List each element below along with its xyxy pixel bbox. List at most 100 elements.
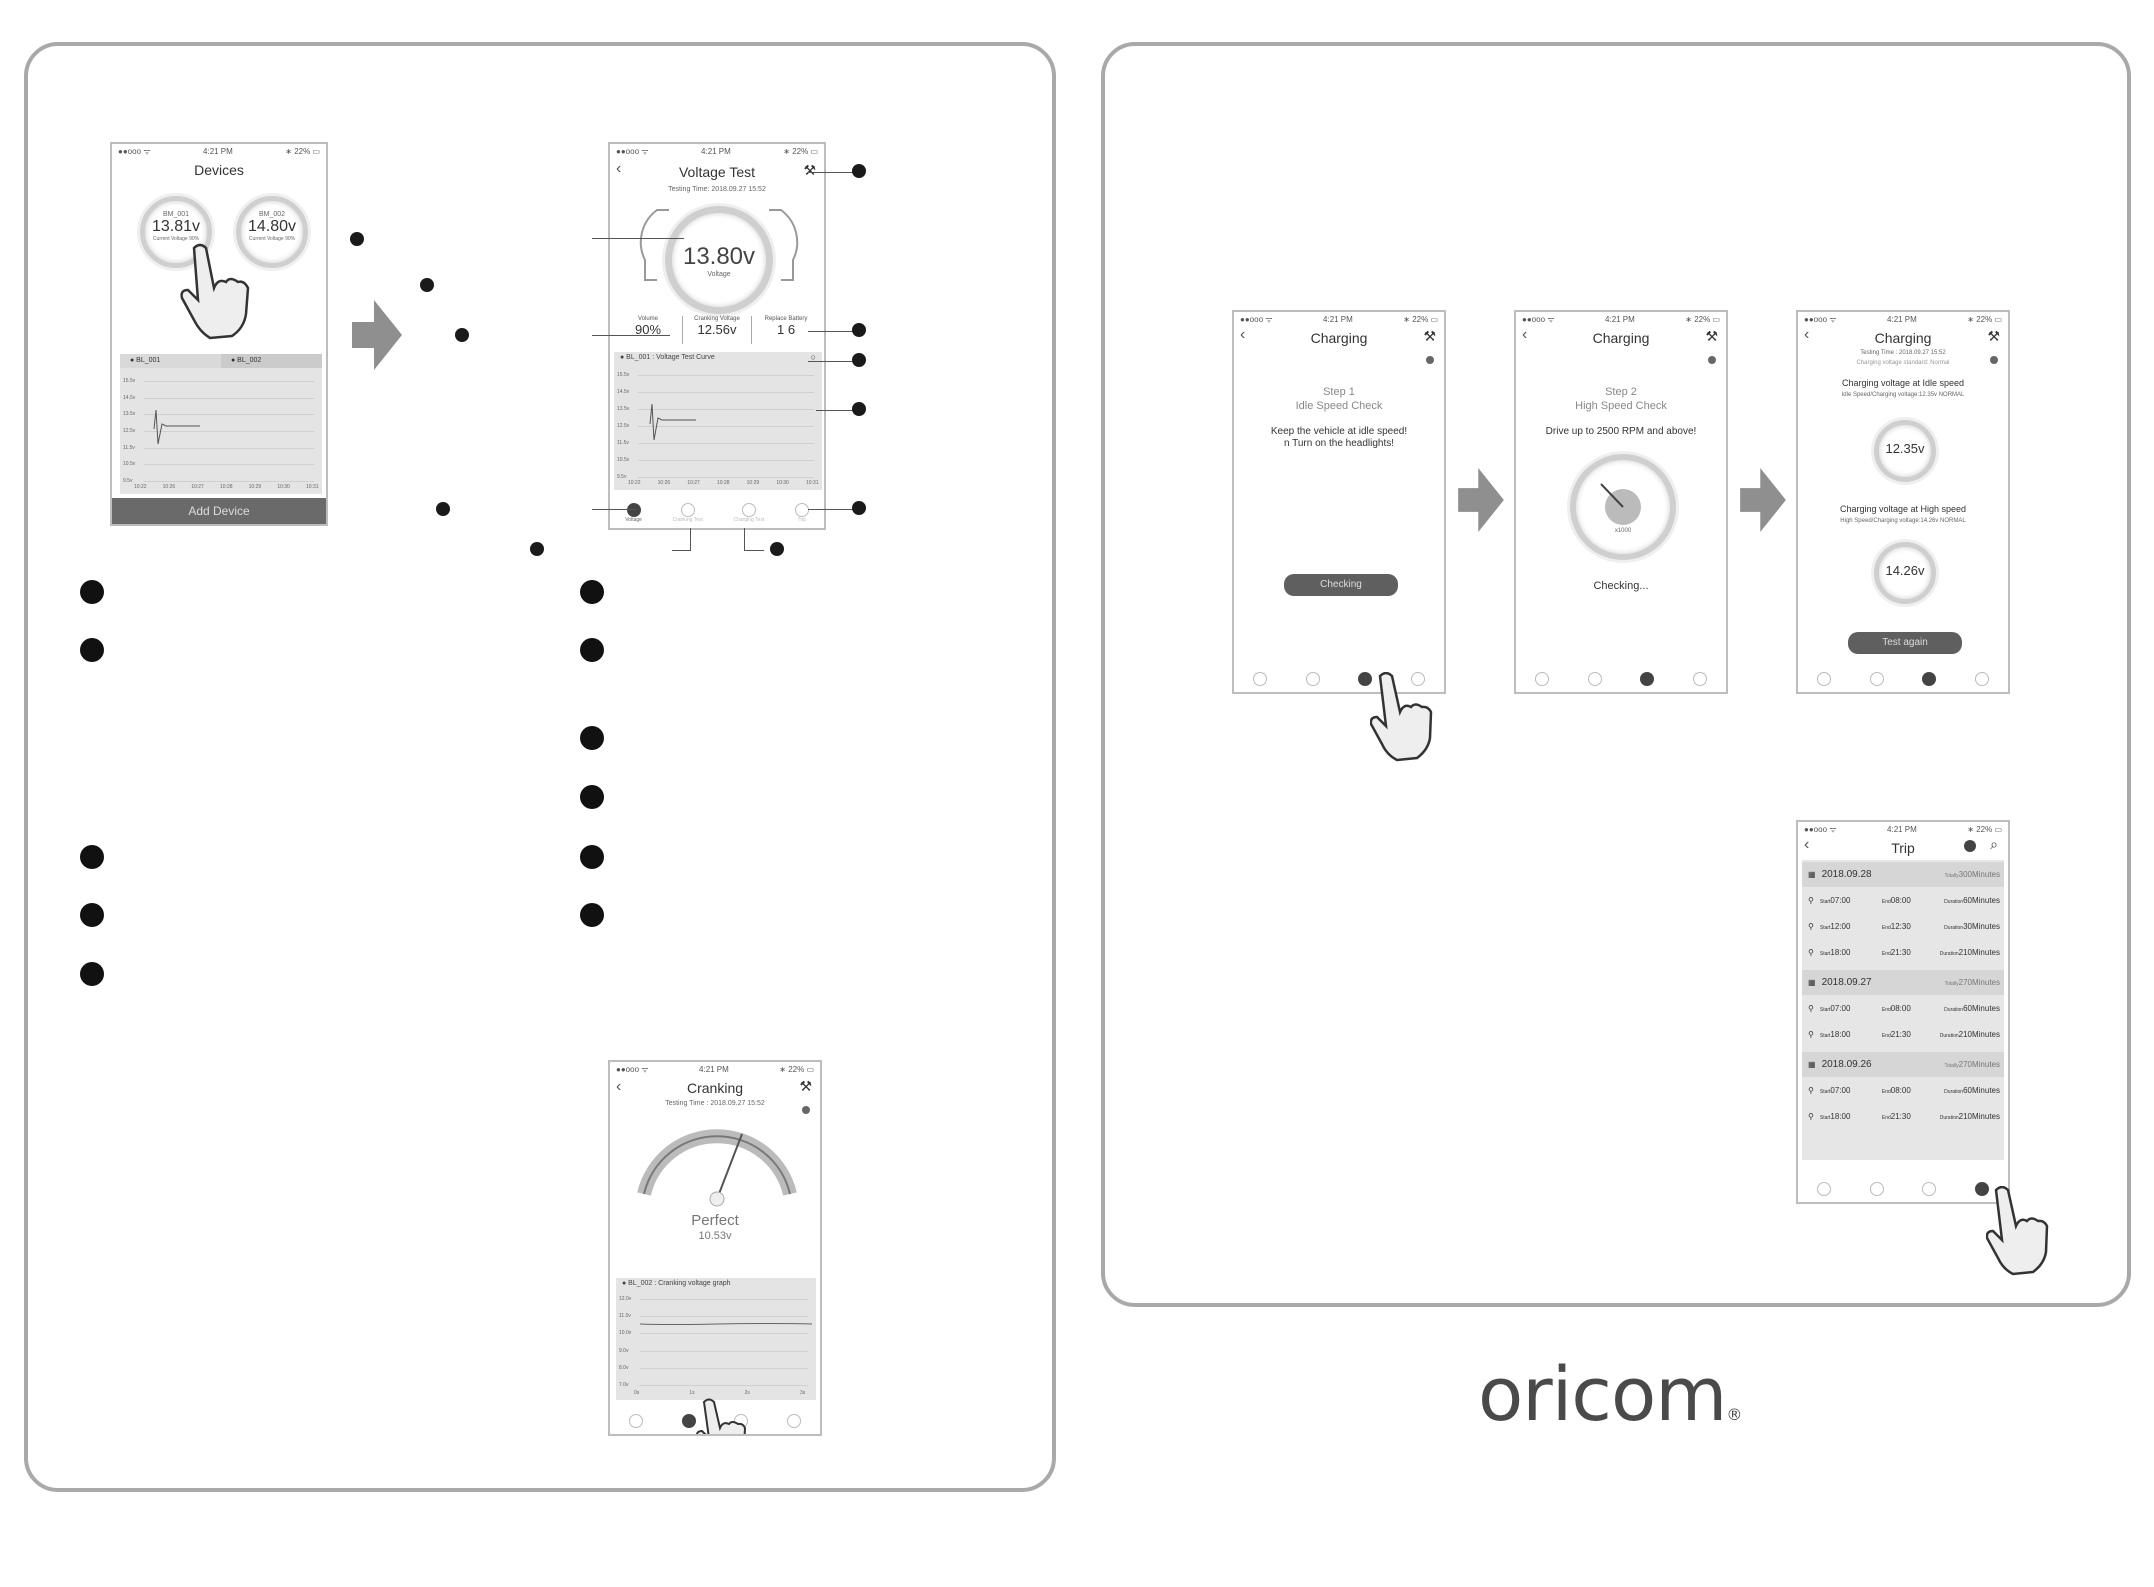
callout-line [672,550,691,551]
tab-charging[interactable] [1358,672,1373,686]
grid-line [144,397,314,399]
search-icon[interactable]: ⌕ [1990,836,1998,852]
tab-trip[interactable] [1692,672,1707,686]
calendar-icon: ▦ [1808,978,1816,987]
total-label: Totally [1944,1063,1959,1069]
location-pin-icon: ⚲ [1808,1004,1814,1013]
add-device-button[interactable]: Add Device [112,498,326,524]
tab-charging[interactable] [741,503,756,517]
x-tick-label: 10:30 [277,484,290,490]
x-tick-label: 10:27 [191,484,204,490]
grid-line [144,431,314,432]
tab-voltage[interactable] [1817,672,1832,686]
wrench-icon[interactable]: ⚒ [803,162,816,178]
wrench-icon[interactable]: ⚒ [1423,328,1436,344]
devices-phone: ●●ooo ᯤ 4:21 PM ∗ 22% ▭ Devices BM_001 1… [110,142,328,526]
tab-cranking[interactable] [680,503,695,517]
back-icon[interactable]: ‹ [1804,326,1810,343]
test-again-button[interactable]: Test again [1848,632,1962,654]
wrench-icon[interactable]: ⚒ [1987,328,2000,344]
back-icon[interactable]: ‹ [1804,836,1810,853]
grid-line [640,1333,808,1335]
annotation-dot [852,353,866,367]
tab-voltage[interactable] [1817,1182,1832,1196]
tab-trip[interactable] [786,1414,801,1428]
help-icon[interactable] [802,1106,810,1114]
bullet [80,845,104,869]
callout-line [816,410,860,411]
charging-step2-phone: ●●ooo ᯤ 4:21 PM ∗ 22% ▭ ‹ Charging ⚒ Ste… [1514,310,1728,694]
tab-bl001[interactable]: ● BL_001 [120,354,221,368]
callout-line [690,528,691,550]
tab-charging[interactable] [1922,1182,1937,1196]
calendar-icon: ▦ [1808,870,1816,879]
cranking-gauge [637,1129,797,1207]
tab-voltage[interactable] [629,1414,644,1428]
back-icon[interactable]: ‹ [616,1078,622,1095]
help-icon[interactable] [1990,356,1998,364]
trip-end: 08:00 [1890,1086,1911,1095]
location-pin-icon: ⚲ [1808,922,1814,931]
tab-cranking[interactable] [681,1414,696,1428]
annotation-dot [852,501,866,515]
tab-voltage[interactable] [1253,672,1268,686]
tab-charging[interactable] [1640,672,1655,686]
trip-date: 2018.09.27 [1821,977,1872,988]
tab-cranking[interactable] [1587,672,1602,686]
grid-line [638,477,814,478]
help-icon[interactable] [1964,840,1976,852]
tab-voltage[interactable] [1535,672,1550,686]
help-icon[interactable] [1708,356,1716,364]
trip-total: 270Minutes [1958,978,2000,987]
tab-voltage[interactable] [626,503,641,517]
tab-trip[interactable] [1410,672,1425,686]
trip-start: 12:00 [1830,922,1851,931]
tab-trip[interactable] [794,503,809,517]
tab-cranking[interactable] [1869,1182,1884,1196]
x-tick-label: 10:28 [717,480,730,486]
callout-line [744,550,764,551]
tab-bl002[interactable]: ● BL_002 [221,354,322,368]
tab-cranking[interactable] [1305,672,1320,686]
testing-time: Testing Time: 2018.09.27 15:52 [668,186,766,193]
page-title: Trip [1891,840,1915,856]
annotation-dot [852,164,866,178]
search-icon[interactable]: ○ [810,352,816,362]
back-icon[interactable]: ‹ [616,160,622,177]
trip-total: 270Minutes [1958,1060,2000,1069]
wrench-icon[interactable]: ⚒ [1705,328,1718,344]
x-tick-label: 10:22 [134,484,147,490]
tab-charging[interactable] [1922,672,1937,686]
y-tick-label: 9.5v [123,478,133,484]
grid-line [144,447,314,449]
annotation-dot [436,502,450,516]
trip-start: 18:00 [1830,948,1851,957]
trip-day-header[interactable]: ▦ 2018.09.27 Totally270Minutes [1802,970,2004,995]
back-icon[interactable]: ‹ [1240,326,1246,343]
device-gauge-bm002[interactable]: BM_002 14.80v Current Voltage 90% [236,196,308,268]
hand-pointer-icon [1370,672,1433,762]
tab-cranking[interactable] [1869,672,1884,686]
back-icon[interactable]: ‹ [1522,326,1528,343]
checking-button[interactable]: Checking [1284,574,1398,596]
duration-label: Duration [1944,925,1964,931]
total-label: Totally [1944,981,1959,987]
tab-trip[interactable] [1974,672,1989,686]
trip-total: 300Minutes [1958,870,2000,879]
y-tick-label: 13.5v [123,411,136,418]
x-tick-label: 10:22 [628,480,641,486]
voltage-curve [649,403,696,441]
status-bar: ●●ooo ᯤ 4:21 PM ∗ 22% ▭ [616,146,818,156]
help-icon[interactable] [1426,356,1434,364]
wrench-icon[interactable]: ⚒ [799,1078,812,1094]
tab-trip[interactable] [1974,1182,1989,1196]
